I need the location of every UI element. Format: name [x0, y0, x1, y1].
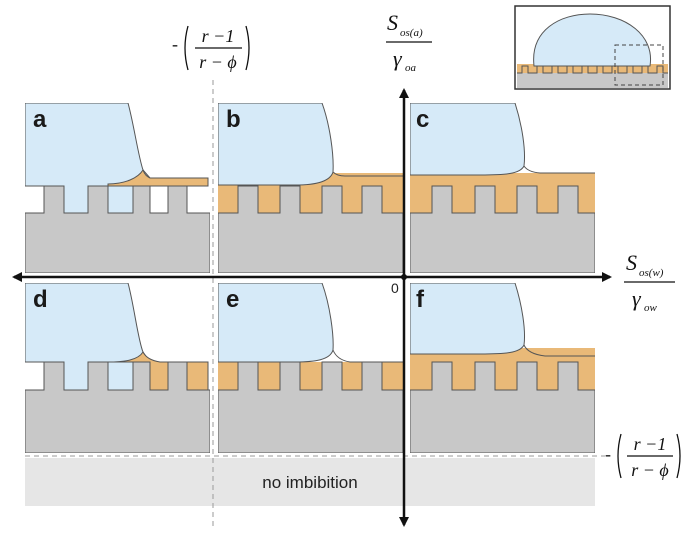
- panel-f: [410, 283, 595, 453]
- y-label-numerator: S: [387, 10, 398, 35]
- no-imbibition-region: [25, 458, 595, 506]
- threshold-right-sign: -: [605, 444, 611, 464]
- panel-d: [25, 283, 210, 453]
- threshold-top-numerator: r −1: [202, 26, 235, 46]
- y-axis-label: S os(a) γ oa: [386, 10, 432, 74]
- x-label-denominator: γ: [632, 286, 642, 311]
- panel-c: [410, 103, 595, 273]
- panel-a: [25, 103, 210, 273]
- no-imbibition-label: no imbibition: [262, 473, 357, 492]
- panel-e: [218, 283, 403, 453]
- threshold-top-denominator: r − ϕ: [199, 52, 236, 72]
- y-label-denominator-sub: oa: [405, 62, 417, 74]
- panel-label-f: f: [416, 286, 425, 313]
- threshold-right-denominator: r − ϕ: [631, 460, 668, 480]
- panel-label-d: d: [33, 286, 48, 313]
- inset-droplet: [514, 5, 671, 90]
- panel-b: [218, 103, 403, 273]
- y-label-numerator-sub: os(a): [400, 27, 423, 39]
- panel-label-b: b: [226, 106, 241, 133]
- x-label-numerator: S: [626, 250, 637, 275]
- panel-label-e: e: [226, 286, 239, 313]
- threshold-right-numerator: r −1: [634, 434, 667, 454]
- horizontal-threshold-expression: - r −1 r − ϕ: [605, 433, 681, 480]
- panel-label-c: c: [416, 106, 429, 133]
- threshold-top-sign: -: [172, 34, 178, 54]
- vertical-threshold-expression: - r −1 r − ϕ: [172, 25, 250, 72]
- panel-label-a: a: [33, 106, 47, 133]
- x-label-denominator-sub: ow: [644, 302, 658, 314]
- y-label-denominator: γ: [393, 46, 403, 71]
- origin-label: 0: [391, 280, 399, 296]
- x-label-numerator-sub: os(w): [639, 267, 664, 279]
- x-axis-label: S os(w) γ ow: [624, 250, 675, 314]
- origin-dot: [401, 274, 407, 280]
